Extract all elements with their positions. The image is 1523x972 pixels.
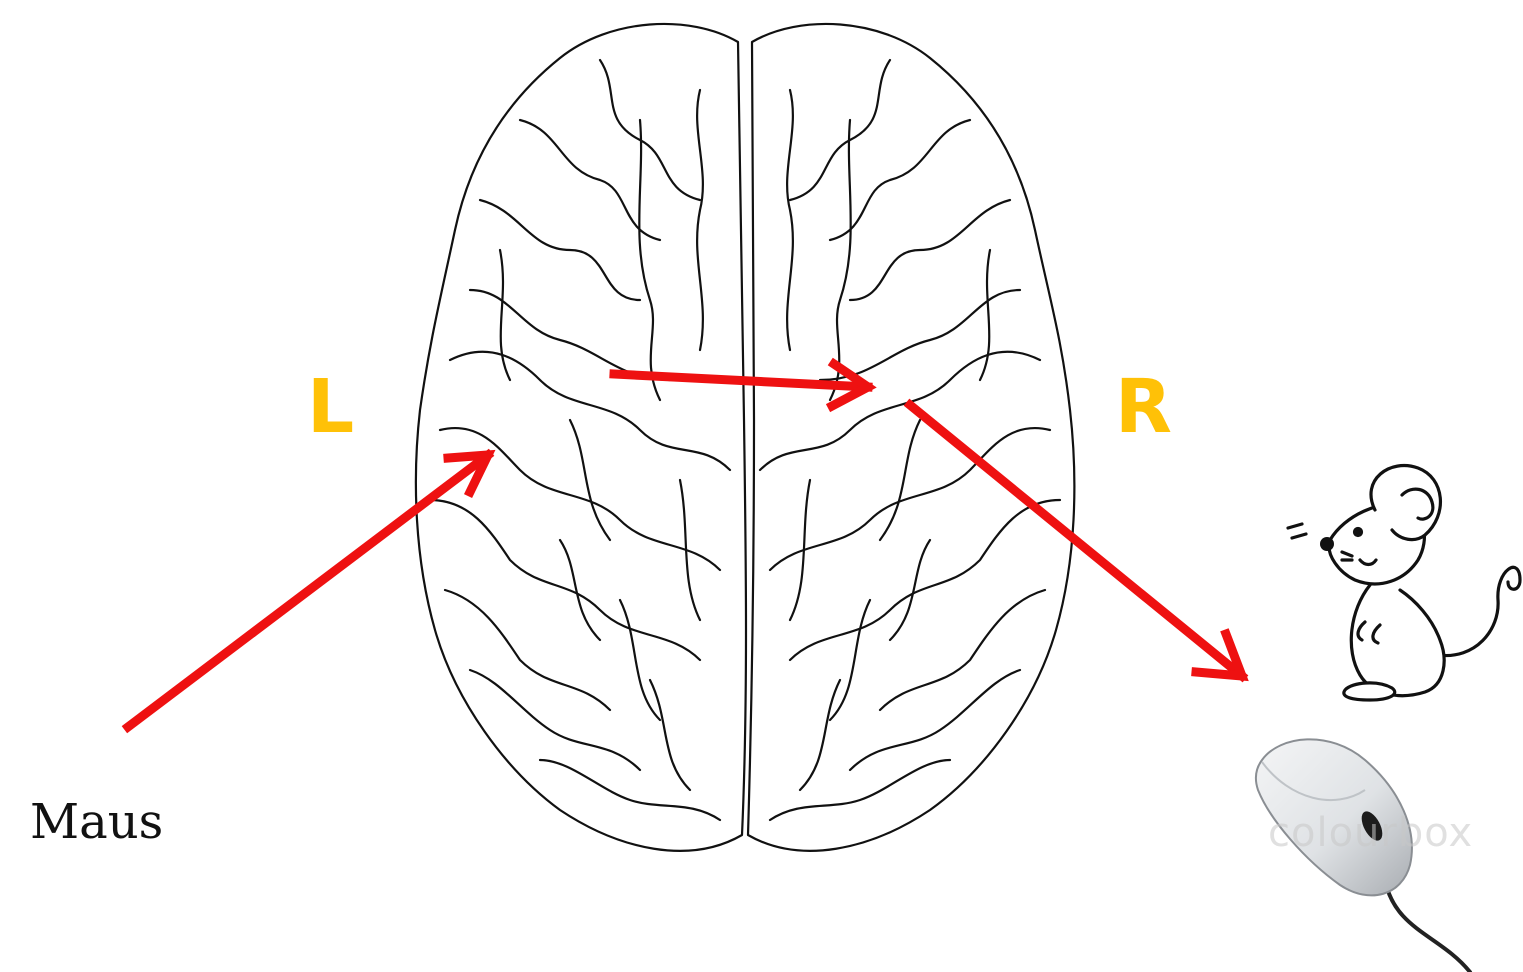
word-label: Maus <box>30 794 163 850</box>
right-hemisphere <box>748 24 1074 851</box>
brain-illustration <box>416 24 1074 851</box>
left-hemisphere <box>416 24 746 851</box>
cartoon-mouse-icon <box>1288 466 1520 700</box>
right-hemisphere-label: R <box>1115 370 1172 444</box>
watermark: colourbox <box>1268 810 1473 856</box>
left-hemisphere-label: L <box>307 370 354 444</box>
